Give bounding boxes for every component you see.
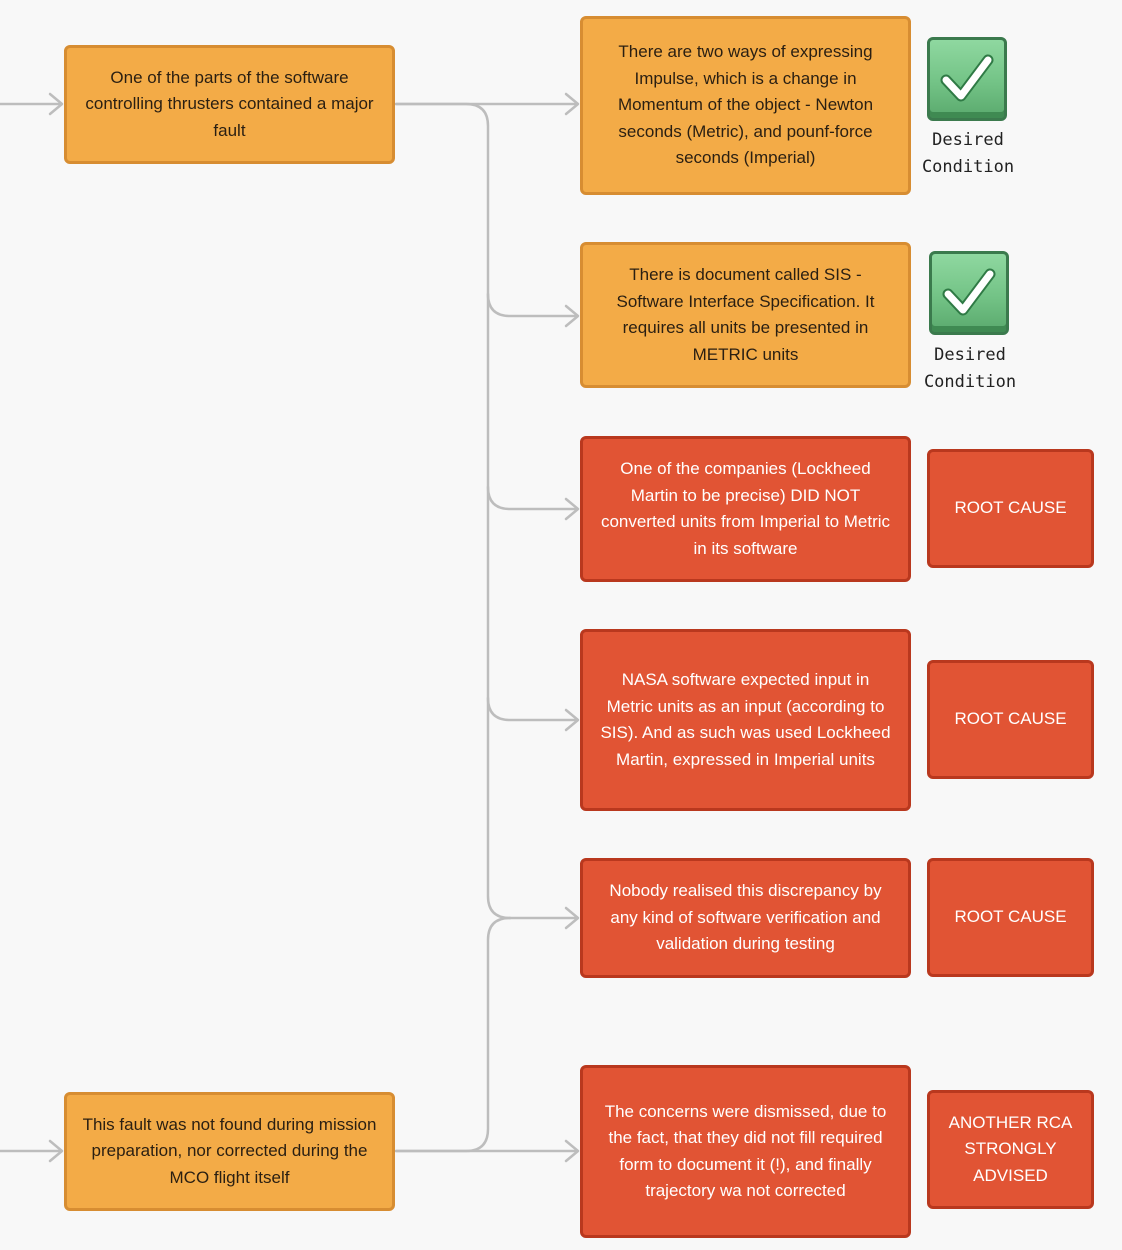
desired-condition-label: Desired Condition [923, 345, 1017, 392]
sis-document-text: There is document called SIS - Software … [616, 265, 875, 364]
impulse-ways-text: There are two ways of expressing Impulse… [617, 42, 874, 168]
arrowhead-lockheed [564, 497, 580, 521]
check-mark-icon [927, 37, 1007, 121]
nasa-expected-metric-text: NASA software expected input in Metric u… [600, 670, 891, 769]
another-rca-tag[interactable]: ANOTHER RCA STRONGLY ADVISED [927, 1090, 1094, 1209]
arrowhead-sis [564, 304, 580, 328]
connector-trunk-top [394, 102, 512, 920]
concerns-dismissed-text: The concerns were dismissed, due to the … [604, 1101, 887, 1201]
arrowhead-concerns [564, 1139, 580, 1163]
fault-thrusters-node[interactable]: One of the parts of the software control… [64, 45, 395, 164]
arrowhead-impulse [564, 92, 580, 116]
sis-document-node[interactable]: There is document called SIS - Software … [580, 242, 911, 388]
connector-to-sis [486, 292, 578, 318]
fault-thrusters-text: One of the parts of the software control… [85, 67, 374, 140]
nobody-realised-node[interactable]: Nobody realised this discrepancy by any … [580, 858, 911, 978]
root-cause-tag[interactable]: ROOT CAUSE [927, 449, 1094, 568]
lockheed-not-converted-text: One of the companies (Lockheed Martin to… [600, 459, 891, 558]
impulse-ways-node[interactable]: There are two ways of expressing Impulse… [580, 16, 911, 195]
nasa-expected-metric-node[interactable]: NASA software expected input in Metric u… [580, 629, 911, 811]
root-cause-tag[interactable]: ROOT CAUSE [927, 858, 1094, 977]
arrowhead-nasa [564, 708, 580, 732]
check-mark-icon [929, 251, 1009, 335]
root-cause-text: ROOT CAUSE [954, 498, 1067, 518]
fault-not-found-node[interactable]: This fault was not found during mission … [64, 1092, 395, 1211]
concerns-dismissed-node[interactable]: The concerns were dismissed, due to the … [580, 1065, 911, 1238]
fault-not-found-text: This fault was not found during mission … [82, 1114, 377, 1187]
connector-to-nasa [486, 696, 578, 722]
root-cause-text: ROOT CAUSE [954, 709, 1067, 729]
connector-trunk-bottom [394, 916, 512, 1153]
incoming-arrowhead-top [48, 92, 64, 116]
incoming-arrowhead-bottom [48, 1139, 64, 1163]
lockheed-not-converted-node[interactable]: One of the companies (Lockheed Martin to… [580, 436, 911, 582]
desired-condition-label: Desired Condition [921, 130, 1015, 177]
root-cause-tag[interactable]: ROOT CAUSE [927, 660, 1094, 779]
another-rca-text: ANOTHER RCA STRONGLY ADVISED [948, 1112, 1073, 1185]
arrowhead-nobody [564, 906, 580, 930]
nobody-realised-text: Nobody realised this discrepancy by any … [609, 881, 882, 954]
connector-to-lockheed [486, 485, 578, 511]
root-cause-text: ROOT CAUSE [954, 907, 1067, 927]
